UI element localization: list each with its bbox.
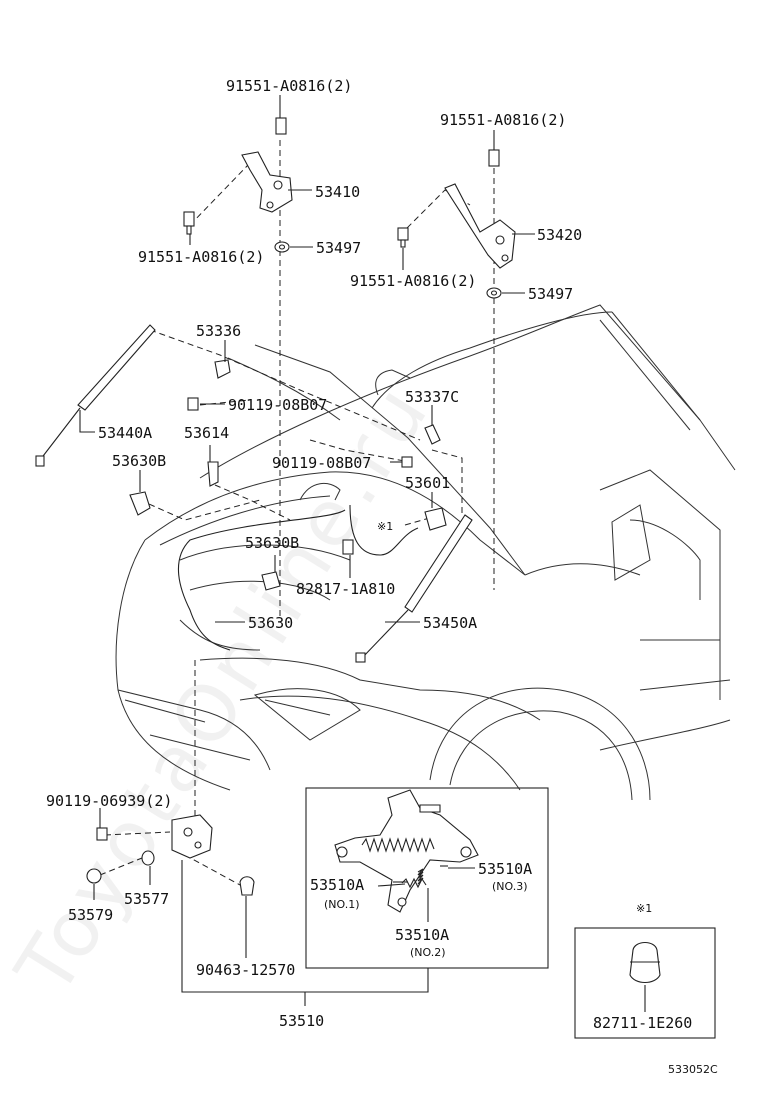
hinge-right-icon [444, 149, 516, 269]
label-inset-mark: ※1 [636, 902, 652, 915]
label-spring-no3: 53510A [478, 860, 532, 878]
washer-icon [274, 241, 290, 253]
spring-detail-inset [305, 787, 549, 969]
label-note-mark: ※1 [377, 520, 393, 533]
clip-icon [214, 359, 231, 379]
label-bracket-53614: 53614 [184, 424, 229, 442]
leader-lines [79, 95, 646, 1012]
label-clip-53337c: 53337C [405, 388, 459, 406]
handle-icon [424, 507, 447, 531]
hood-stay-left-icon [35, 324, 156, 467]
label-washer-right: 53497 [528, 285, 573, 303]
label-release-cable: 53630 [248, 614, 293, 632]
washer-icon [486, 287, 502, 299]
label-lock-assy: 53510 [279, 1012, 324, 1030]
label-spring-no1: 53510A [310, 876, 364, 894]
label-cushion-53577: 53577 [124, 890, 169, 908]
label-bolt-hinge-left-side: 91551-A0816(2) [138, 248, 264, 266]
bolt-icon [401, 456, 413, 468]
label-bolt-hinge-left-top: 91551-A0816(2) [226, 77, 352, 95]
label-support-clip: 53336 [196, 322, 241, 340]
diagram-code: 533052C [668, 1063, 718, 1076]
spring-icon [361, 837, 435, 853]
label-bolt-hinge-right-top: 91551-A0816(2) [440, 111, 566, 129]
release-cable-icon [177, 504, 419, 651]
spring-icon [417, 868, 424, 885]
bolt-icon [187, 397, 199, 411]
label-spring-no3-sub: (NO.3) [492, 880, 528, 893]
label-hinge-left: 53410 [315, 183, 360, 201]
bolt-icon [96, 827, 108, 841]
label-screw-lock: 90119-08B07 [272, 454, 371, 472]
hinge-left-icon [241, 117, 293, 213]
label-hood-stay-right: 53450A [423, 614, 477, 632]
cushion-icon [141, 850, 155, 866]
bolt-icon [397, 227, 409, 248]
guide-lines [99, 140, 495, 886]
clip-icon [424, 424, 441, 445]
label-clamp-upper: 53630B [112, 452, 166, 470]
label-spring-no2-sub: (NO.2) [410, 946, 446, 959]
clamp-icon [261, 571, 281, 591]
clamp-icon [129, 491, 151, 516]
label-inset-part: 82711-1E260 [593, 1014, 692, 1032]
clip-icon [239, 876, 255, 896]
label-clip-82817: 82817-1A810 [296, 580, 395, 598]
label-cushion-53579: 53579 [68, 906, 113, 924]
spring-icon [401, 877, 427, 889]
label-washer-left: 53497 [316, 239, 361, 257]
label-handle-53601: 53601 [405, 474, 450, 492]
label-spring-no1-sub: (NO.1) [324, 898, 360, 911]
label-bolt-hinge-right-side: 91551-A0816(2) [350, 272, 476, 290]
cushion-icon [86, 868, 102, 884]
hood-stay-right-icon [355, 514, 473, 663]
label-spring-no2: 53510A [395, 926, 449, 944]
label-screw-clip: 90119-08B07 [228, 396, 327, 414]
bolt-icon [183, 211, 195, 235]
label-screw-lock-bolts: 90119-06939(2) [46, 792, 172, 810]
hood-lock-icon [171, 814, 213, 859]
label-clamp-lower: 53630B [245, 534, 299, 552]
bracket-icon [207, 461, 219, 487]
label-hinge-right: 53420 [537, 226, 582, 244]
label-hood-stay-left: 53440A [98, 424, 152, 442]
label-cable-clip-90463: 90463-12570 [196, 961, 295, 979]
clip-detail-inset [574, 927, 716, 1039]
